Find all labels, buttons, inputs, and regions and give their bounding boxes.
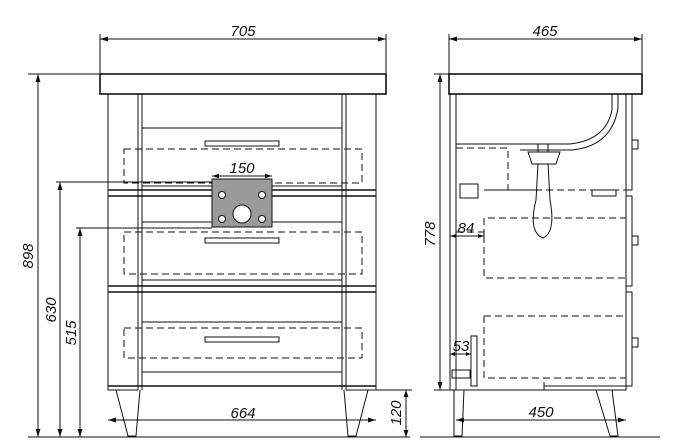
dim-offset-b: 53 [450, 338, 471, 356]
dim-inner-width: 664 [108, 405, 376, 423]
side-drawer-front-1 [625, 93, 633, 191]
side-siphon [459, 143, 617, 239]
dim-bottom-depth-label: 450 [528, 404, 554, 421]
side-lower-fitting [470, 335, 478, 387]
side-handle-3 [631, 337, 639, 348]
front-view: 705 898 630 515 150 [20, 23, 412, 438]
dim-top-depth-label: 465 [532, 23, 558, 40]
front-left-leg [115, 389, 141, 437]
dim-top-width: 705 [99, 23, 387, 74]
dim-plate-width: 150 [212, 160, 272, 179]
side-drawer-dashed-3 [483, 315, 626, 379]
side-cabinet-body [449, 93, 627, 391]
side-sink-basin [456, 94, 613, 145]
drawer-bottom-dashed-box [123, 327, 363, 359]
front-countertop [99, 73, 387, 95]
side-handle-1 [631, 139, 639, 150]
drawer-top-handle [204, 140, 280, 147]
dim-offset-a-label: 84 [458, 220, 475, 237]
dim-plate-width-label: 150 [229, 160, 255, 177]
dim-offset-a: 84 [450, 220, 484, 238]
side-front-leg [595, 389, 619, 437]
front-right-leg [343, 389, 369, 437]
drawer-middle-dashed-box [123, 231, 363, 275]
dim-height-a-label: 630 [43, 297, 60, 323]
front-right-panel [345, 93, 377, 391]
side-handle-2 [631, 235, 639, 246]
front-left-panel [107, 93, 139, 391]
dim-top-width-label: 705 [230, 23, 256, 40]
dim-cabinet-height: 778 [422, 73, 452, 391]
dim-height-a: 630 [43, 181, 212, 437]
dim-cabinet-height-label: 778 [422, 221, 439, 247]
side-view: 465 778 84 53 450 [420, 23, 660, 438]
side-drawer-dashed-2 [483, 217, 626, 279]
dim-height-b: 515 [63, 227, 212, 437]
dim-bottom-depth: 450 [456, 404, 626, 423]
drawer-middle-handle [204, 237, 280, 244]
drawer-bottom [108, 291, 376, 387]
dim-top-depth: 465 [448, 23, 643, 74]
side-drawer-dashed-1 [456, 147, 626, 191]
side-back-leg [453, 389, 465, 437]
drawer-bottom-handle [204, 336, 280, 343]
side-drawer-front-2 [625, 195, 633, 287]
dim-leg-height: 120 [370, 389, 412, 437]
side-countertop [448, 73, 643, 95]
dim-total-height-label: 898 [20, 243, 37, 269]
dim-leg-height-label: 120 [388, 400, 405, 426]
dim-offset-b-label: 53 [453, 338, 470, 355]
dim-inner-width-label: 664 [230, 405, 255, 422]
plumbing-plate [211, 178, 273, 228]
dim-height-b-label: 515 [63, 320, 80, 346]
dim-total-height: 898 [20, 73, 100, 437]
side-drawer-front-3 [625, 291, 633, 387]
